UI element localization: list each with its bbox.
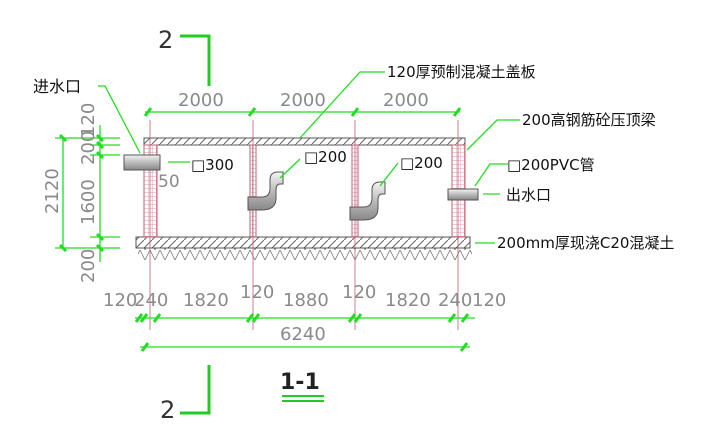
cover-slab (143, 137, 466, 146)
svg-text:120: 120 (342, 282, 376, 303)
label-outlet: 出水口 (506, 186, 551, 204)
top-dimensions: 2000 2000 2000 (143, 90, 462, 117)
ground-hatch (138, 248, 472, 260)
svg-text:2000: 2000 (178, 90, 224, 111)
svg-text:1600: 1600 (78, 179, 99, 225)
svg-text:120: 120 (472, 290, 506, 311)
svg-text:1820: 1820 (183, 290, 229, 311)
svg-text:200: 200 (78, 249, 99, 283)
svg-text:240: 240 (438, 290, 472, 311)
bottom-dimensions: 120 240 1820 120 1880 120 1820 240 120 6… (103, 282, 506, 352)
svg-text:200: 200 (78, 131, 99, 165)
svg-text:6240: 6240 (280, 324, 326, 345)
svg-text:2000: 2000 (383, 90, 429, 111)
label-outlet-pipe: □200PVC管 (507, 156, 595, 174)
svg-text:120: 120 (78, 103, 99, 137)
svg-text:2120: 2120 (42, 168, 63, 214)
svg-text:2000: 2000 (280, 90, 326, 111)
svg-text:240: 240 (134, 290, 168, 311)
s-bend-pipe-1 (247, 171, 284, 211)
section-mark-bottom: 2 (160, 365, 211, 424)
section-title: 1-1 (280, 370, 320, 395)
base-slab (135, 236, 471, 249)
svg-text:2: 2 (158, 26, 173, 54)
label-beam: 200高钢筋砼压顶梁 (522, 111, 656, 129)
outlet-pipe (447, 188, 479, 201)
label-base: 200mm厚现浇C20混凝土 (497, 234, 674, 252)
section-mark-top: 2 (158, 26, 211, 86)
inner-dim: 50 (158, 172, 180, 192)
svg-text:1880: 1880 (283, 290, 329, 311)
svg-text:1820: 1820 (385, 290, 431, 311)
svg-text:120: 120 (103, 290, 137, 311)
label-bend-1: □200 (304, 148, 347, 166)
svg-text:2: 2 (160, 396, 175, 424)
inlet-pipe (123, 154, 161, 171)
label-inlet: 进水口 (33, 77, 81, 96)
left-dimensions: 2120 120 200 1600 200 (42, 103, 120, 283)
svg-text:120: 120 (240, 282, 274, 303)
label-cover: 120厚预制混凝土盖板 (387, 63, 536, 81)
s-bend-pipe-2 (349, 181, 386, 221)
label-inlet-pipe: □300 (191, 156, 234, 174)
label-bend-2: □200 (400, 154, 443, 172)
